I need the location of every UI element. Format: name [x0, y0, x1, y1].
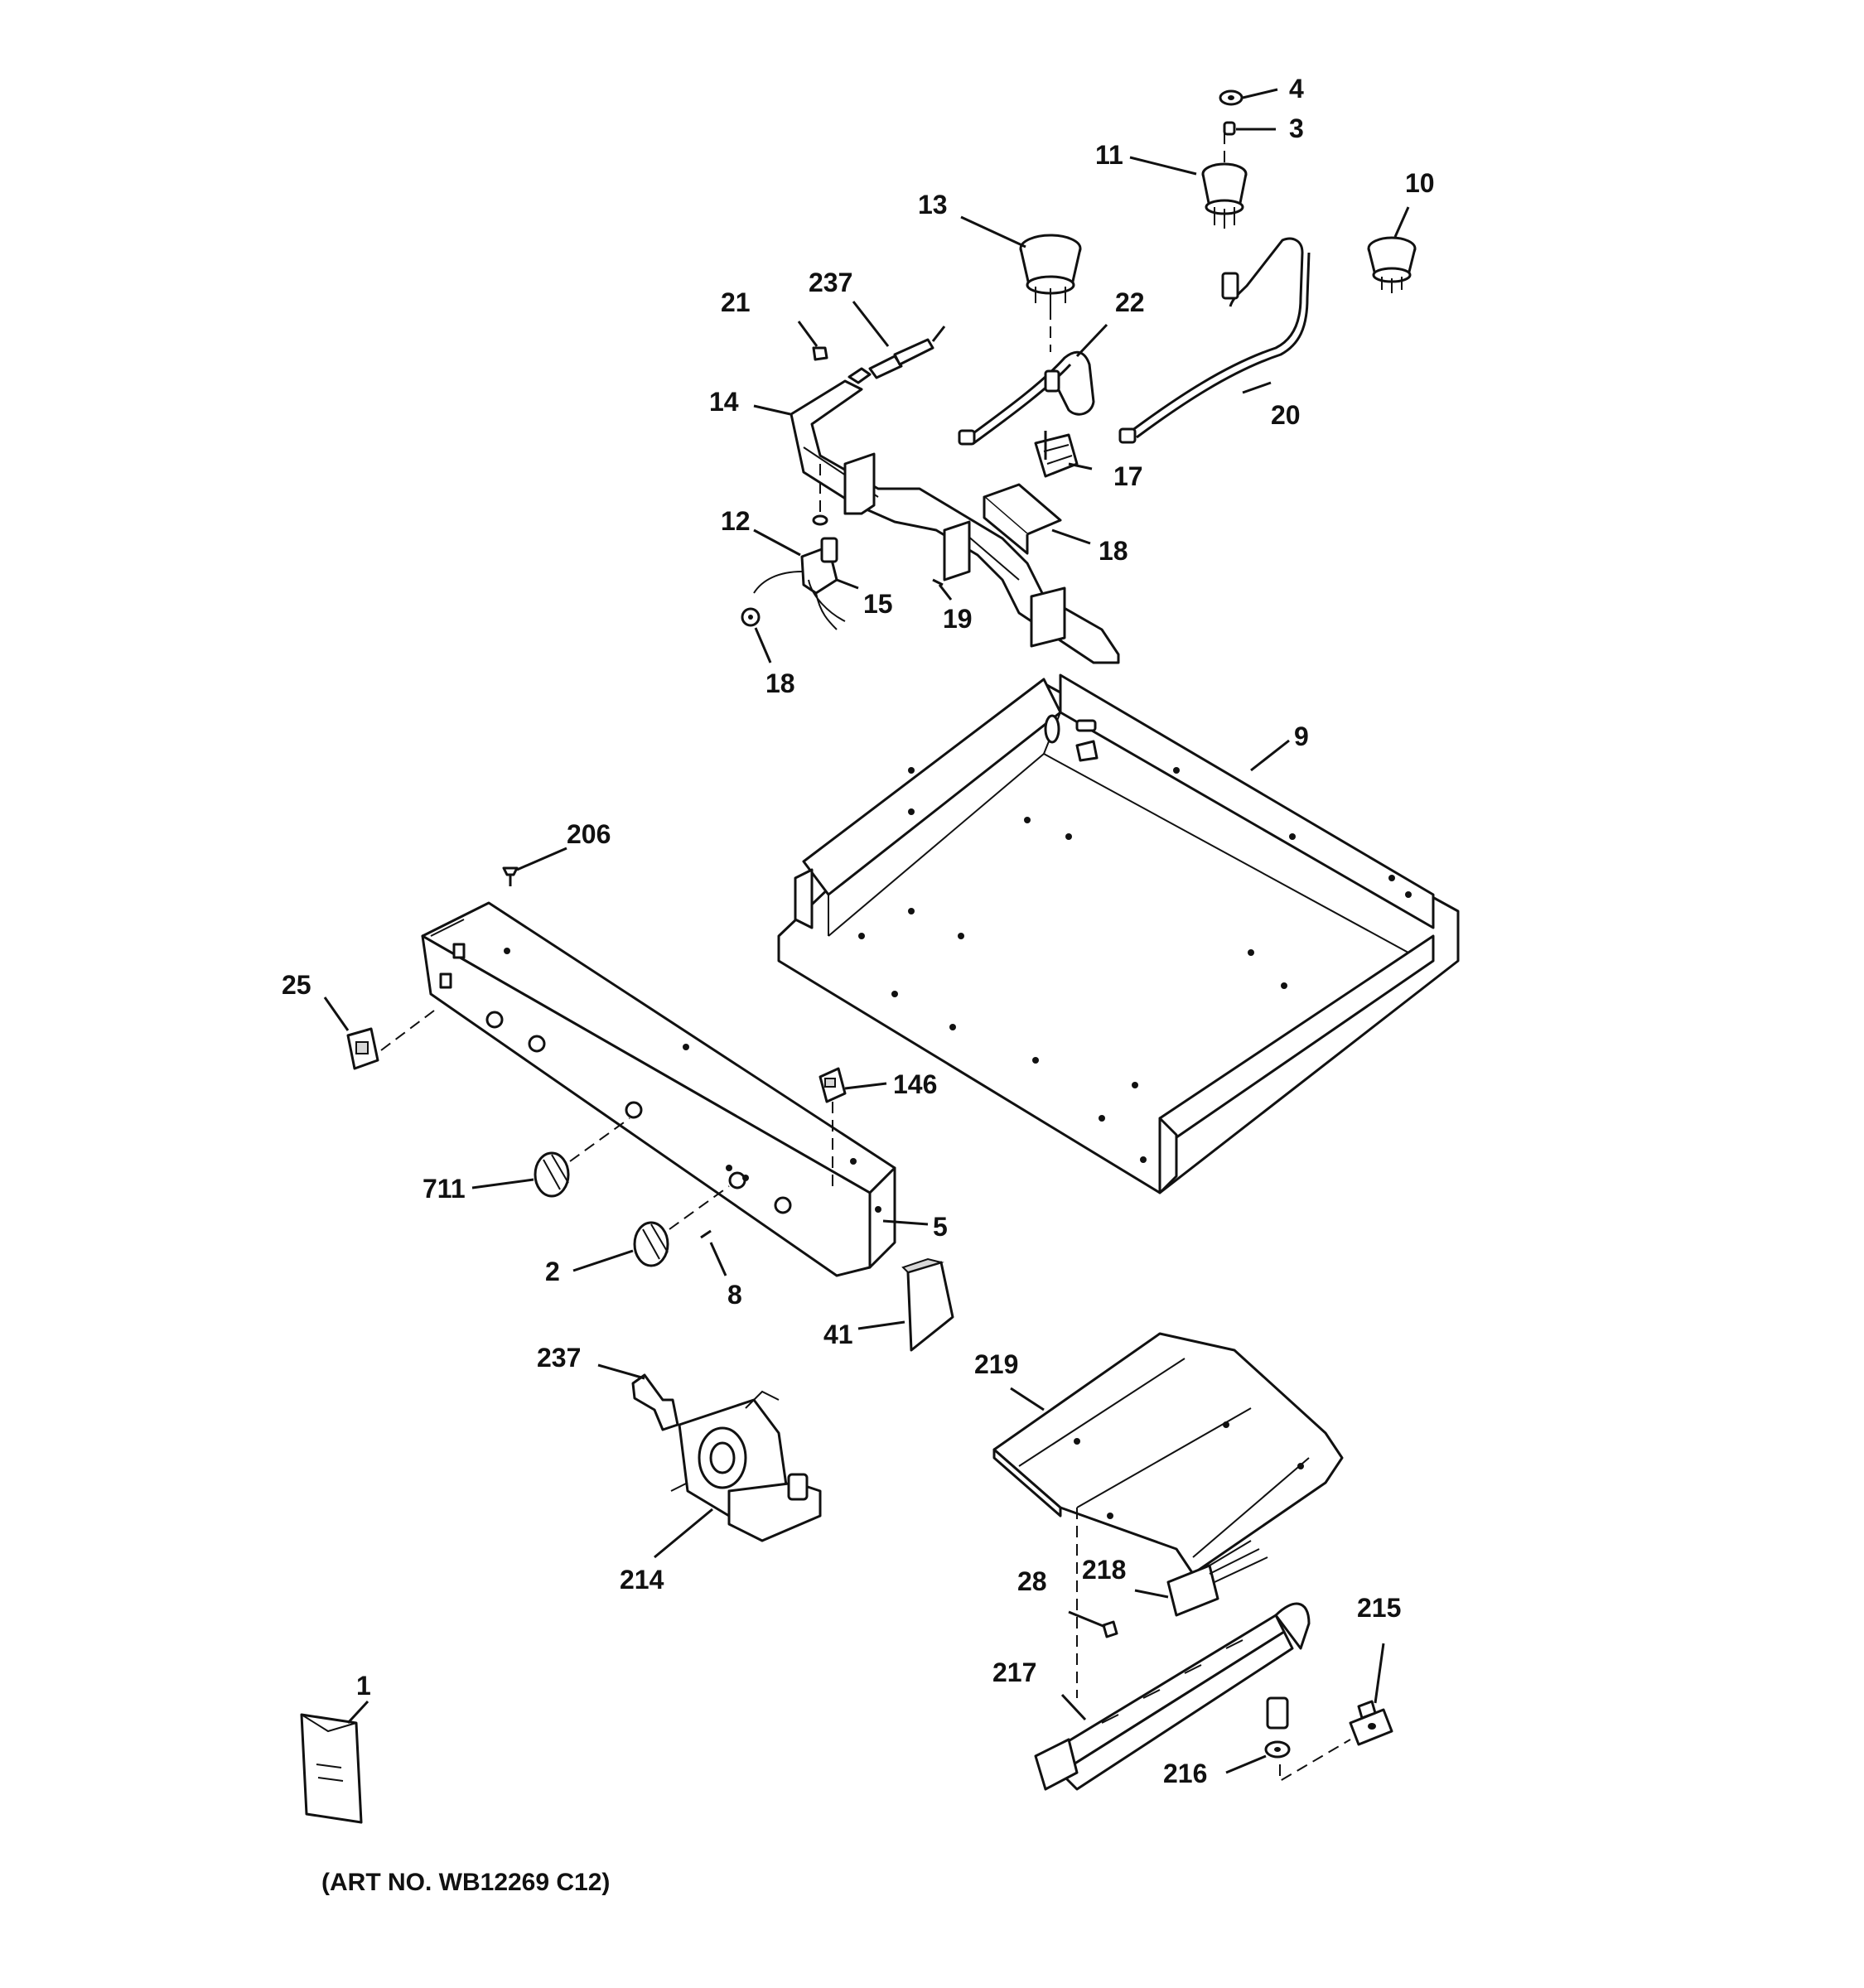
knob-711	[534, 1151, 570, 1198]
callout-15: 15	[863, 589, 893, 619]
valve-12	[753, 514, 846, 630]
callout-1: 1	[356, 1671, 371, 1701]
callout-19: 19	[943, 604, 973, 634]
callout-41: 41	[823, 1320, 853, 1349]
leader-lines	[323, 88, 1410, 1774]
bracket-215	[1349, 1700, 1393, 1746]
callout-146: 146	[893, 1069, 937, 1099]
callout-20: 20	[1271, 400, 1301, 430]
end-cap-41	[901, 1257, 954, 1352]
callout-13: 13	[918, 190, 948, 220]
igniter-17	[1034, 431, 1079, 478]
callout-4: 4	[1289, 74, 1304, 104]
callout-21: 21	[721, 287, 751, 317]
callout-214: 214	[620, 1565, 664, 1595]
literature-bag-1	[300, 1713, 363, 1824]
callout-206: 206	[567, 819, 611, 849]
burner-head-13	[1019, 234, 1082, 352]
art-number-caption: (ART NO. WB12269 C12)	[321, 1869, 610, 1896]
clip-28	[1102, 1620, 1118, 1638]
orifice-216	[1264, 1696, 1351, 1783]
control-panel-5	[421, 901, 896, 1277]
nut-18-small	[741, 607, 761, 627]
callout-labels: 4 3 11 10 13 21 237 22 20 14 17 18 12 15…	[282, 74, 1435, 1788]
callout-237-bottom: 237	[537, 1343, 581, 1373]
callout-12: 12	[721, 506, 751, 536]
callout-14: 14	[709, 387, 739, 417]
callout-28: 28	[1017, 1566, 1047, 1596]
burner-nut-4	[1219, 89, 1243, 106]
callout-10: 10	[1405, 168, 1435, 198]
callout-215: 215	[1357, 1593, 1401, 1623]
callout-237-top: 237	[809, 268, 852, 297]
callout-5: 5	[933, 1212, 948, 1242]
screw-8	[700, 1229, 712, 1239]
callout-22: 22	[1115, 287, 1145, 317]
fitting-237-bottom	[631, 1373, 679, 1431]
callout-18-nut: 18	[765, 668, 795, 698]
manifold-14	[790, 367, 1120, 664]
callout-2: 2	[545, 1257, 560, 1286]
callout-25: 25	[282, 970, 311, 1000]
screw-21	[812, 346, 828, 361]
callout-711: 711	[423, 1174, 466, 1204]
fitting-237-top	[868, 326, 946, 379]
shield-219	[992, 1332, 1344, 1698]
knob-2	[633, 1221, 669, 1267]
callout-11: 11	[1095, 140, 1123, 170]
callout-3: 3	[1289, 113, 1304, 143]
callout-218: 218	[1082, 1555, 1126, 1585]
bracket-18	[983, 483, 1062, 555]
igniter-218	[1166, 1540, 1268, 1617]
callout-18-bracket: 18	[1099, 536, 1128, 566]
switch-25	[346, 1027, 379, 1070]
callout-9: 9	[1294, 721, 1309, 751]
burner-box-9	[777, 673, 1460, 1194]
screw-206	[502, 866, 519, 886]
tube-22	[958, 350, 1095, 446]
callout-217: 217	[992, 1657, 1036, 1687]
callout-219: 219	[974, 1349, 1018, 1379]
burner-screw-3	[1223, 121, 1236, 136]
clip-146	[819, 1067, 847, 1189]
burner-head-10	[1367, 236, 1417, 293]
oven-burner-217	[1034, 1602, 1311, 1791]
tube-20	[1118, 237, 1311, 444]
callout-17: 17	[1113, 461, 1143, 491]
screw-19	[932, 578, 944, 586]
valve-assembly-214	[670, 1390, 822, 1542]
burner-head-11	[1201, 162, 1248, 229]
callout-8: 8	[727, 1280, 742, 1310]
callout-216: 216	[1163, 1759, 1207, 1788]
